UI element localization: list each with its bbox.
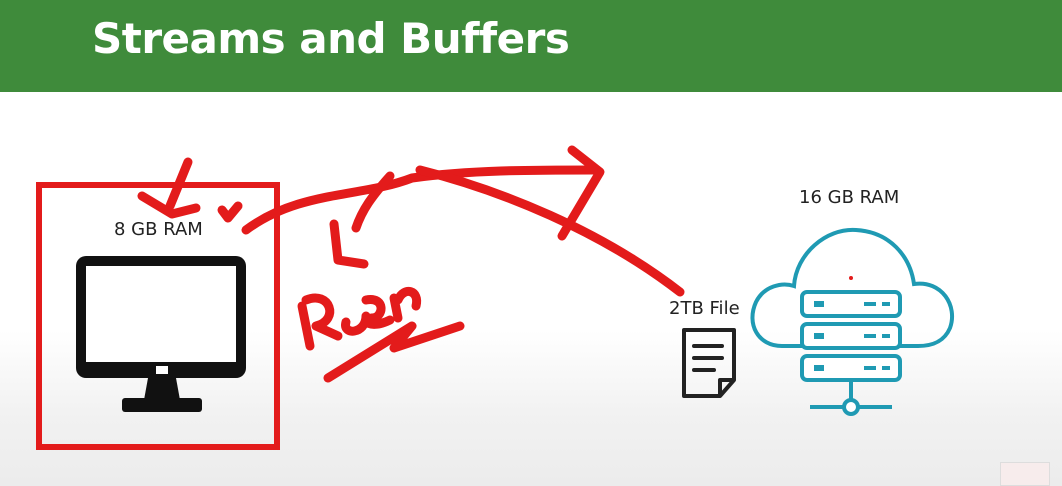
local-machine-highlight-box [36, 182, 280, 450]
slide-title: Streams and Buffers [92, 14, 570, 63]
local-ram-label: 8 GB RAM [114, 219, 203, 240]
server-ram-label: 16 GB RAM [799, 187, 900, 208]
watermark-logo [1000, 462, 1050, 486]
slide-header: Streams and Buffers [0, 0, 1062, 92]
file-label: 2TB File [669, 298, 740, 319]
